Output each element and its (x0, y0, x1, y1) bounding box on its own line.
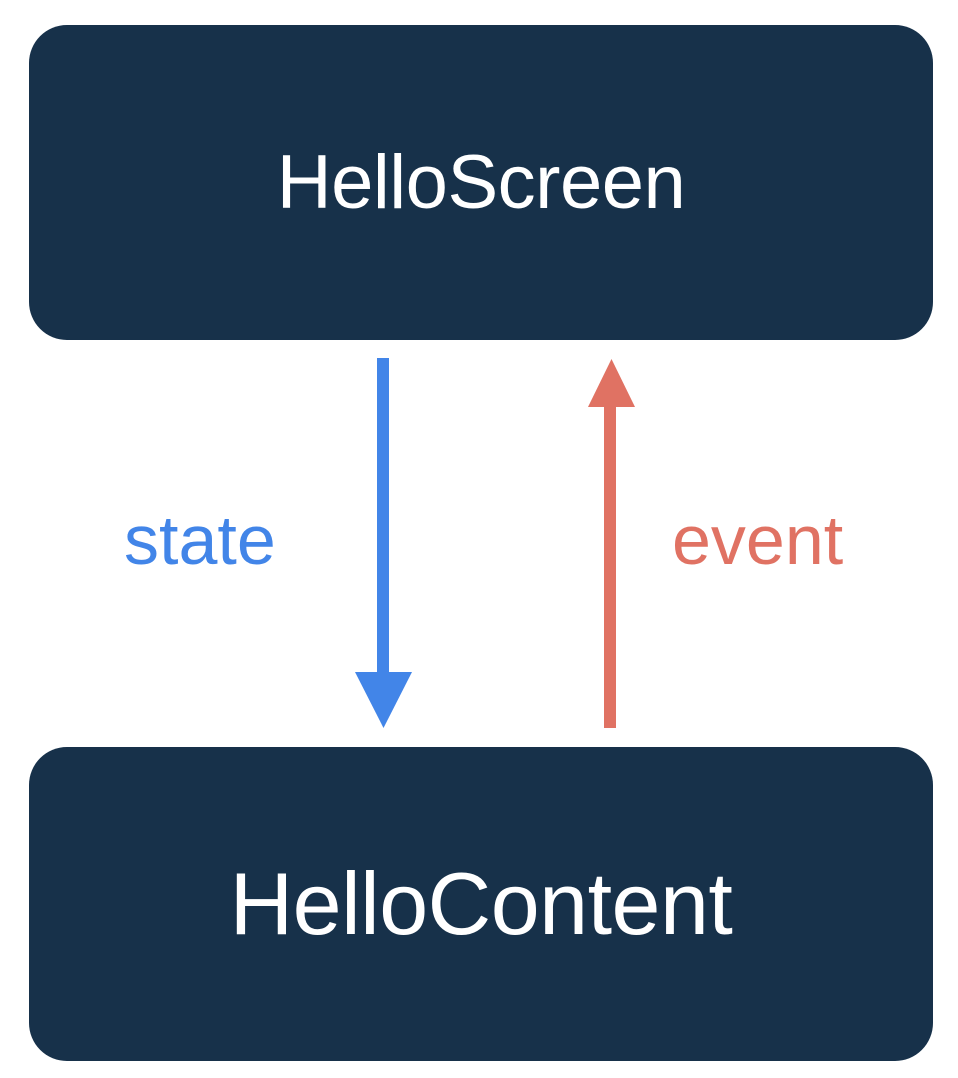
edge-label-state: state (124, 501, 276, 579)
event-arrow-up-icon (588, 359, 635, 728)
node-hello-content-label: HelloContent (229, 854, 733, 953)
state-arrow-down-icon (355, 358, 412, 728)
node-hello-screen[interactable]: HelloScreen (29, 25, 933, 340)
edge-label-event: event (672, 501, 844, 579)
node-hello-screen-label: HelloScreen (276, 139, 686, 225)
node-hello-content[interactable]: HelloContent (29, 747, 933, 1061)
